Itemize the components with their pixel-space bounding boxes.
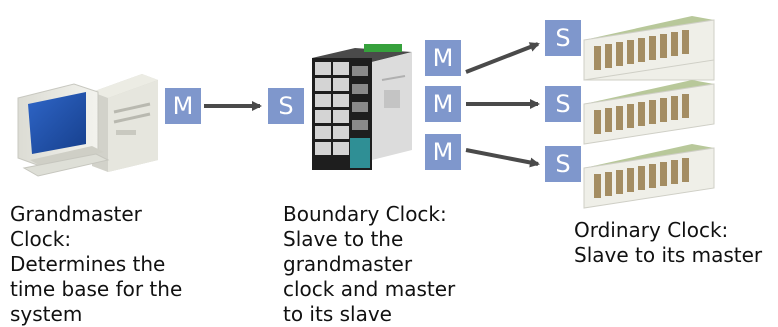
- io-module-icon: [583, 80, 715, 145]
- boundary-caption: Boundary Clock: Slave to the grandmaster…: [283, 202, 455, 327]
- network-switch-icon: [312, 44, 412, 170]
- boundary-slave-badge: S: [268, 88, 304, 124]
- arrow-boundary-to-ordinary-1: [465, 42, 540, 74]
- caption-line: Boundary Clock:: [283, 202, 447, 226]
- ordinary-caption: Ordinary Clock: Slave to its master: [574, 218, 762, 268]
- boundary-master-badge-3: M: [425, 134, 461, 170]
- boundary-master-badge-1: M: [425, 40, 461, 76]
- caption-line: system: [10, 302, 83, 326]
- boundary-master-badge-2: M: [425, 86, 461, 122]
- caption-line: clock and master: [283, 277, 456, 301]
- caption-line: Ordinary Clock:: [574, 218, 729, 242]
- caption-line: Grandmaster: [10, 202, 142, 226]
- caption-line: time base for the: [10, 277, 183, 301]
- desktop-computer-icon: [17, 74, 158, 177]
- caption-line: Slave to its master: [574, 243, 763, 267]
- ordinary-slave-badge-2: S: [545, 86, 581, 122]
- caption-line: grandmaster: [283, 252, 413, 276]
- ordinary-slave-badge-3: S: [545, 146, 581, 182]
- caption-line: Slave to the: [283, 227, 404, 251]
- caption-line: Clock:: [10, 227, 72, 251]
- grandmaster-master-badge: M: [165, 88, 201, 124]
- arrow-boundary-to-ordinary-3: [465, 148, 540, 168]
- io-module-icon: [583, 144, 715, 209]
- ordinary-slave-badge-1: S: [545, 20, 581, 56]
- caption-line: to its slave: [283, 302, 392, 326]
- io-module-icon: [583, 16, 715, 81]
- caption-line: Determines the: [10, 252, 166, 276]
- grandmaster-caption: Grandmaster Clock: Determines the time b…: [10, 202, 182, 327]
